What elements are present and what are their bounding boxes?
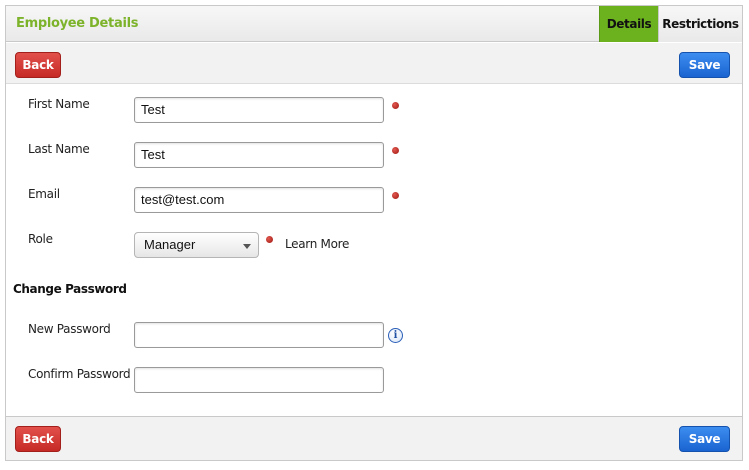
first-name-label: First Name [28, 97, 90, 111]
required-dot-icon [392, 102, 399, 109]
save-button-bottom[interactable]: Save [679, 426, 730, 452]
confirm-password-label: Confirm Password [28, 367, 131, 381]
learn-more-link[interactable]: Learn More [285, 237, 350, 251]
back-button-bottom[interactable]: Back [15, 426, 61, 452]
employee-details-panel: Employee Details Details Restrictions Ba… [5, 5, 743, 461]
email-label: Email [28, 187, 60, 201]
tab-restrictions[interactable]: Restrictions [658, 6, 742, 42]
required-dot-icon [392, 147, 399, 154]
last-name-label: Last Name [28, 142, 90, 156]
email-field[interactable]: test@test.com [134, 187, 384, 213]
role-select-value: Manager [144, 237, 196, 252]
back-button-top[interactable]: Back [15, 52, 61, 78]
panel-header: Employee Details Details Restrictions [6, 6, 742, 42]
confirm-password-field[interactable] [134, 367, 384, 393]
required-dot-icon [266, 236, 273, 243]
role-select[interactable]: Manager [134, 232, 259, 258]
role-label: Role [28, 232, 53, 246]
change-password-heading: Change Password [13, 282, 127, 296]
save-button-top[interactable]: Save [679, 52, 730, 78]
chevron-down-icon [243, 244, 251, 249]
top-toolbar: Back Save [6, 43, 742, 84]
bottom-toolbar: Back Save [6, 416, 742, 460]
new-password-field[interactable] [134, 322, 384, 348]
page-title: Employee Details [16, 16, 139, 31]
last-name-field[interactable]: Test [134, 142, 384, 168]
tab-details[interactable]: Details [599, 6, 658, 42]
new-password-label: New Password [28, 322, 111, 336]
first-name-field[interactable]: Test [134, 97, 384, 123]
info-icon[interactable]: i [388, 328, 403, 343]
required-dot-icon [392, 192, 399, 199]
